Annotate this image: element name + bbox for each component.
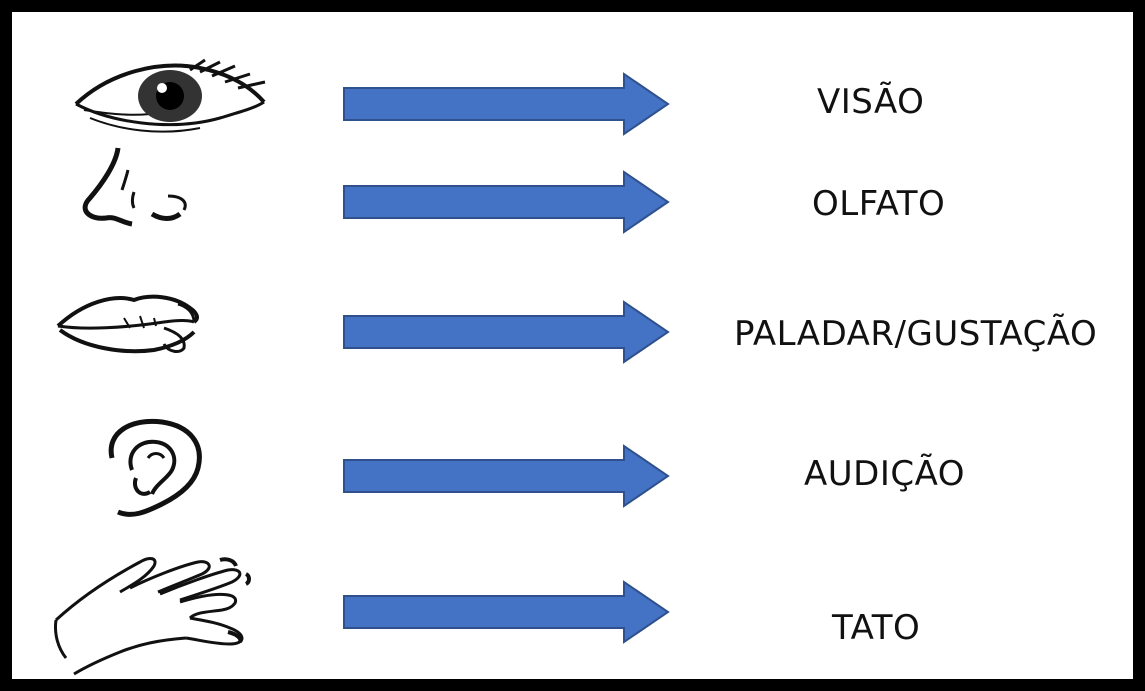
arrow-touch bbox=[342, 580, 672, 644]
label-smell: OLFATO bbox=[812, 184, 946, 224]
hand-icon bbox=[50, 548, 260, 678]
sense-row-hearing: AUDIÇÃO bbox=[12, 414, 1133, 534]
arrow-taste bbox=[342, 300, 672, 364]
arrow-hearing bbox=[342, 444, 672, 508]
label-hearing: AUDIÇÃO bbox=[804, 454, 966, 494]
label-touch: TATO bbox=[832, 608, 921, 648]
sense-row-smell: OLFATO bbox=[12, 134, 1133, 254]
mouth-icon bbox=[54, 288, 204, 368]
label-taste: PALADAR/GUSTAÇÃO bbox=[734, 314, 1098, 354]
ear-icon bbox=[92, 414, 212, 524]
sense-row-vision: VISÃO bbox=[12, 32, 1133, 152]
nose-icon bbox=[72, 144, 202, 234]
arrow-smell bbox=[342, 170, 672, 234]
eye-icon bbox=[70, 52, 270, 137]
sense-row-touch: TATO bbox=[12, 548, 1133, 676]
sense-row-taste: PALADAR/GUSTAÇÃO bbox=[12, 274, 1133, 394]
arrow-vision bbox=[342, 72, 672, 136]
label-vision: VISÃO bbox=[817, 82, 925, 122]
